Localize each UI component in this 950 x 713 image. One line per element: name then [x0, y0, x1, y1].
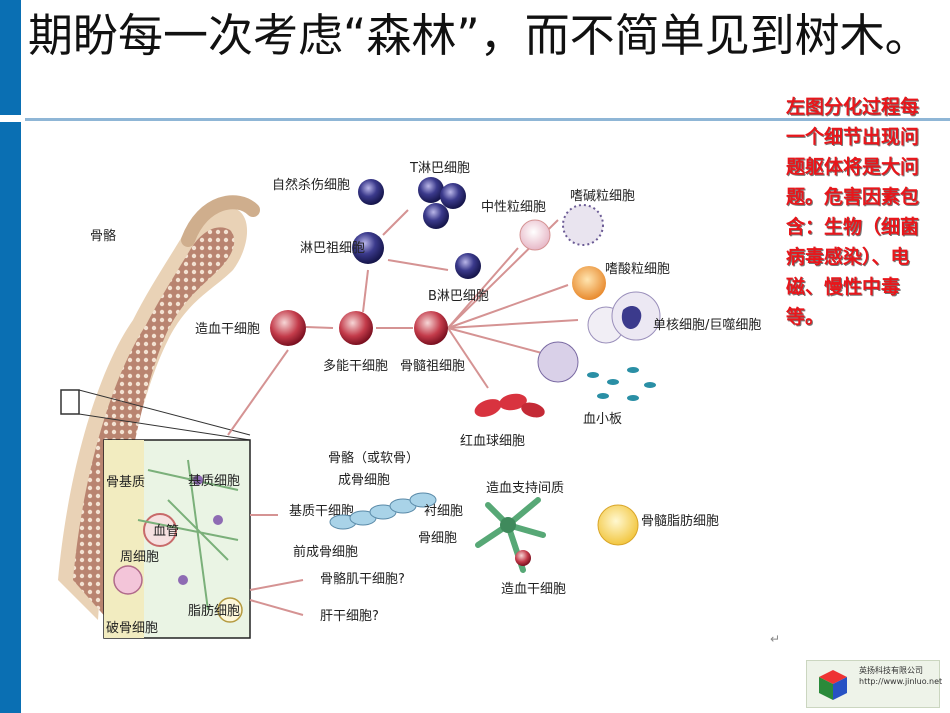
label-bone: 骨骼 — [90, 228, 116, 244]
label-bone-cartilage: 骨骼（或软骨） — [328, 450, 419, 466]
neutrophil-cell — [519, 219, 551, 251]
label-nk: 自然杀伤细胞 — [272, 177, 350, 193]
label-hsc-2: 造血干细胞 — [501, 582, 566, 597]
risk-note: 左图分化过程每一个细节出现问题躯体将是大问题。危害因素包含：生物（细菌病毒感染）… — [786, 96, 920, 328]
label-muscle-stem: 骨骼肌干细胞? — [320, 571, 405, 587]
label-t-cell: T淋巴细胞 — [409, 161, 470, 176]
label-lymph-progenitor: 淋巴祖细胞 — [300, 241, 365, 256]
marrow-fat-cell — [597, 504, 639, 546]
label-platelet: 血小板 — [583, 412, 622, 427]
label-b-cell: B淋巴细胞 — [428, 289, 489, 304]
hsc-cell — [270, 310, 306, 346]
label-monocyte: 单核细胞/巨噬细胞 — [653, 318, 761, 333]
label-fat: 脂肪细胞 — [188, 603, 240, 619]
slide-title: 期盼每一次考虑“森林”，而不简单见到树木。 — [28, 9, 930, 62]
logo-company-name: 英扬科技有限公司 — [859, 666, 923, 675]
label-marrow-fat: 骨髓脂肪细胞 — [641, 513, 719, 529]
rbc-cells — [474, 393, 545, 418]
label-eosinophil: 嗜酸粒细胞 — [605, 262, 670, 277]
zoom-marker — [60, 389, 80, 415]
multipotent-cell — [339, 311, 373, 345]
label-neutrophil: 中性粒细胞 — [481, 200, 546, 215]
label-bone-matrix: 骨基质 — [106, 475, 145, 490]
label-osteocyte: 骨细胞 — [418, 531, 457, 546]
marrow-progenitor-cell — [414, 311, 448, 345]
label-stromal: 基质细胞 — [188, 474, 240, 489]
lineage-arrows — [227, 209, 579, 616]
osteoblast-chain — [329, 492, 437, 530]
label-liver-stem: 肝干细胞? — [320, 609, 379, 624]
label-osteoclast: 破骨细胞 — [106, 621, 158, 636]
marrow-inset — [103, 439, 251, 639]
logo-url: http://www.jinluo.net — [859, 677, 943, 686]
label-lining: 衬细胞 — [424, 504, 463, 519]
title-divider — [25, 118, 950, 121]
label-vessel: 血管 — [153, 524, 179, 539]
label-hsc: 造血干细胞 — [195, 322, 260, 337]
label-pre-osteoblast: 前成骨细胞 — [293, 544, 358, 560]
label-multipotent: 多能干细胞 — [323, 358, 388, 374]
eosinophil-cell — [572, 266, 606, 300]
label-rbc: 红血球细胞 — [460, 433, 525, 449]
accent-bar-top — [0, 0, 21, 115]
label-pericyte: 周细胞 — [120, 550, 159, 565]
accent-bar-bottom — [0, 122, 21, 713]
label-basophil: 嗜碱粒细胞 — [570, 189, 635, 204]
lymph-progenitor-cell — [352, 232, 384, 264]
nk-cell — [358, 179, 384, 205]
b-cell — [455, 253, 481, 279]
platelet-cluster — [537, 341, 656, 401]
company-logo: 英扬科技有限公司 http://www.jinluo.net — [806, 660, 943, 708]
cell-differentiation-diagram: 骨骼 骨基质 基质细胞 血管 周细胞 破骨细胞 脂肪细胞 造血干细胞 多能干细胞… — [58, 161, 761, 639]
basophil-cell — [562, 204, 604, 246]
t-cell-cluster — [418, 177, 466, 229]
cube-icon — [819, 670, 847, 700]
monocyte-cells — [587, 291, 661, 344]
label-osteoblast: 成骨细胞 — [338, 473, 390, 488]
label-marrow-progenitor: 骨髓祖细胞 — [400, 359, 465, 374]
return-mark: ↵ — [770, 632, 781, 646]
label-support: 造血支持间质 — [486, 481, 564, 496]
support-stroma-cell — [475, 497, 546, 573]
